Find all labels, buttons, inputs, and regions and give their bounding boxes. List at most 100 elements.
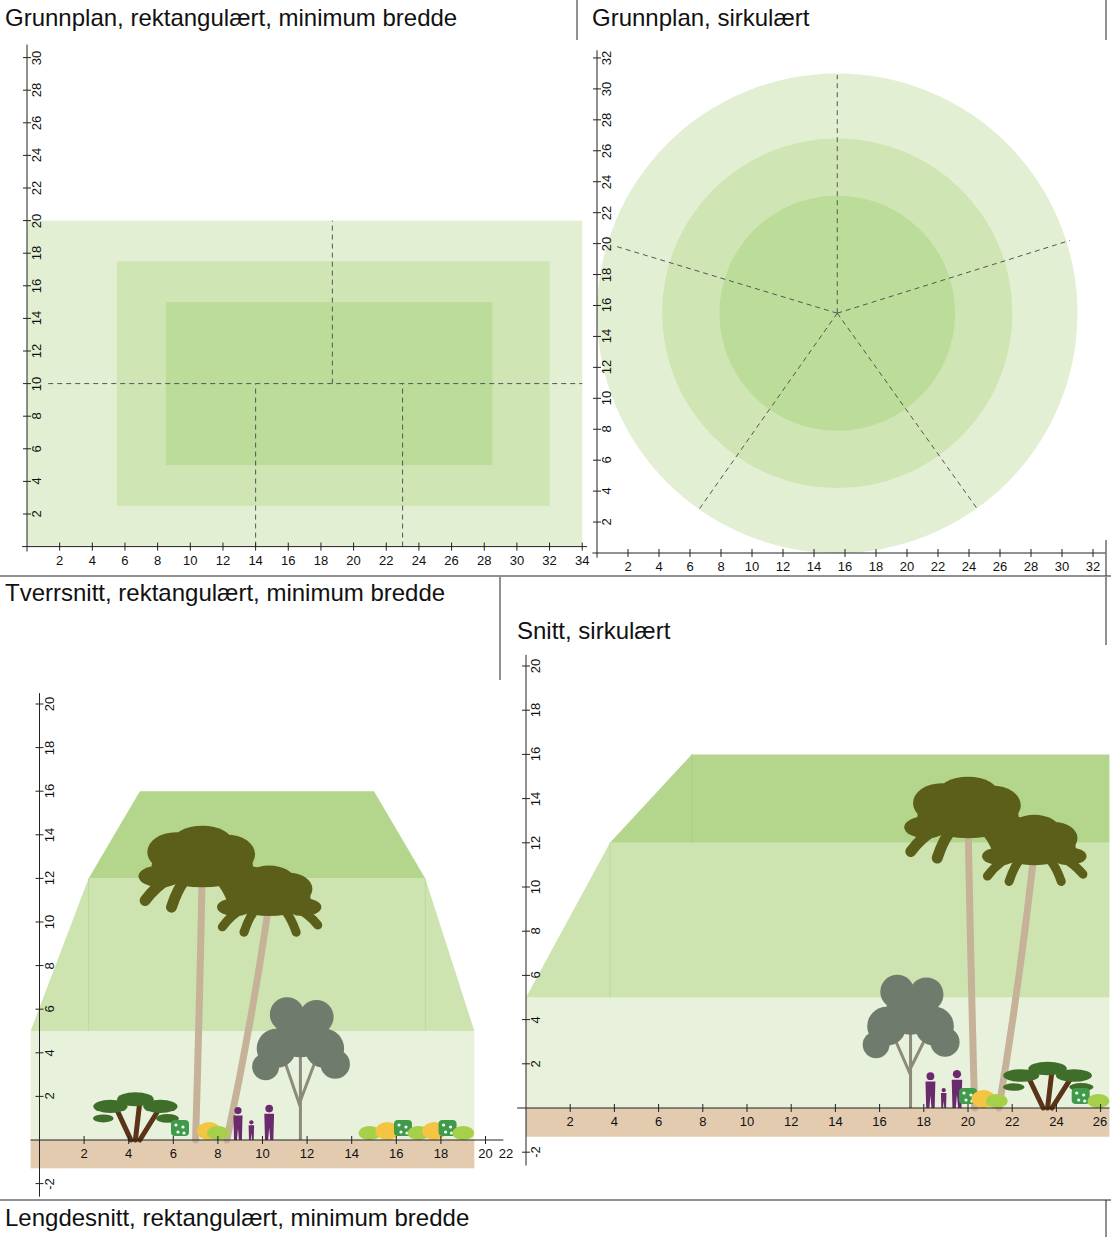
axis-number: 4 bbox=[655, 560, 662, 573]
axis-number: -2 bbox=[42, 1178, 55, 1190]
axis-tick bbox=[659, 549, 660, 557]
person-head bbox=[953, 1070, 961, 1078]
axis-number: 10 bbox=[255, 1147, 269, 1160]
table-line bbox=[1106, 540, 1107, 576]
flower-plant bbox=[171, 1120, 189, 1136]
axis-number: 20 bbox=[600, 236, 613, 250]
palm-frond bbox=[937, 823, 968, 858]
palm-frond bbox=[1009, 853, 1034, 882]
axis-number: 14 bbox=[248, 553, 262, 566]
axis-number: 8 bbox=[600, 426, 613, 433]
table-line bbox=[0, 576, 1111, 577]
axis-number: 2 bbox=[80, 1147, 87, 1160]
panel-title: Grunnplan, rektangulært, minimum bredde bbox=[5, 4, 565, 33]
axis-tick bbox=[451, 543, 452, 551]
axis-number: 8 bbox=[42, 962, 55, 969]
x-axis bbox=[22, 546, 587, 547]
y-axis bbox=[27, 45, 28, 552]
panel-title: Lengdesnitt, rektangulært, minimum bredd… bbox=[5, 1204, 1005, 1233]
top-zone bbox=[610, 754, 1109, 842]
axis-tick bbox=[59, 543, 60, 551]
tree-canopy bbox=[320, 1049, 349, 1078]
axis-number: 18 bbox=[600, 267, 613, 281]
flower-dot bbox=[442, 1123, 445, 1126]
flower-dot bbox=[962, 1091, 965, 1094]
palm-leaf bbox=[1009, 815, 1059, 844]
axis-tick bbox=[485, 1136, 486, 1144]
person-head bbox=[234, 1107, 241, 1114]
axis-number: 16 bbox=[30, 279, 43, 293]
axis-number: 4 bbox=[529, 1016, 542, 1023]
axis-number: -2 bbox=[529, 1146, 542, 1158]
axis-tick bbox=[1012, 1104, 1013, 1112]
axis-number: 18 bbox=[917, 1115, 931, 1128]
panel: Snitt, sirkulært bbox=[500, 577, 1111, 1200]
axis-number: 8 bbox=[30, 413, 43, 420]
axis-number: 12 bbox=[600, 360, 613, 374]
person-body bbox=[233, 1115, 242, 1140]
axis-tick bbox=[288, 543, 289, 551]
palm-frond bbox=[269, 903, 318, 925]
tree-canopy bbox=[930, 1028, 959, 1057]
axis-tick bbox=[222, 543, 223, 551]
axis-number: 4 bbox=[42, 1049, 55, 1056]
panel: Grunnplan, rektangulært, minimum bredde bbox=[0, 0, 577, 575]
axis-tick bbox=[783, 549, 784, 557]
axis-number: 4 bbox=[125, 1147, 132, 1160]
axis-tick bbox=[92, 543, 93, 551]
axis-number: 6 bbox=[600, 457, 613, 464]
axis-tick bbox=[938, 549, 939, 557]
axis-number: 16 bbox=[838, 560, 852, 573]
shrub-leaves bbox=[143, 1100, 177, 1113]
axis-number: 18 bbox=[30, 246, 43, 260]
dashed-line bbox=[698, 313, 838, 511]
axis-tick bbox=[907, 549, 908, 557]
lime-plant bbox=[452, 1126, 474, 1140]
person-body bbox=[264, 1114, 274, 1140]
low-zone bbox=[31, 1031, 475, 1140]
tree-canopy bbox=[863, 1031, 890, 1058]
axis-tick bbox=[752, 549, 753, 557]
axis-tick bbox=[721, 549, 722, 557]
axis-tick bbox=[1000, 549, 1001, 557]
outer-zone bbox=[27, 221, 582, 547]
axis-tick bbox=[845, 549, 846, 557]
table-line bbox=[1106, 1200, 1107, 1237]
table-line bbox=[500, 577, 501, 680]
axis-number: 14 bbox=[600, 329, 613, 343]
axis-tick bbox=[614, 1104, 615, 1112]
panel: Tverrsnitt, rektangulært, minimum bredde bbox=[0, 577, 500, 1200]
axis-tick bbox=[255, 543, 256, 551]
axis-number: 4 bbox=[89, 553, 96, 566]
axis-number: 26 bbox=[444, 553, 458, 566]
axis-number: 16 bbox=[529, 747, 542, 761]
person-head bbox=[942, 1088, 946, 1092]
flower-dot bbox=[181, 1125, 184, 1128]
dashed-line bbox=[48, 383, 582, 384]
axis-tick bbox=[386, 543, 387, 551]
axis-number: 6 bbox=[30, 445, 43, 452]
axis-number: 24 bbox=[1049, 1115, 1063, 1128]
zone-edge bbox=[425, 878, 426, 1031]
axis-number: 28 bbox=[30, 83, 43, 97]
axis-tick bbox=[418, 543, 419, 551]
palm-frond bbox=[171, 872, 202, 907]
axis-number: 30 bbox=[510, 553, 524, 566]
palm-leaf bbox=[171, 826, 233, 861]
zone-edge bbox=[88, 878, 89, 1031]
axis-number: 30 bbox=[30, 50, 43, 64]
axis-number: 6 bbox=[170, 1147, 177, 1160]
axis-tick bbox=[549, 543, 550, 551]
axis-number: 12 bbox=[529, 836, 542, 850]
axis-number: 4 bbox=[600, 487, 613, 494]
panel: Grunnplan, sirkulært bbox=[577, 0, 1111, 575]
axis-number: 22 bbox=[1005, 1115, 1019, 1128]
axis-number: 10 bbox=[745, 560, 759, 573]
axis-number: 16 bbox=[281, 553, 295, 566]
axis-tick bbox=[484, 543, 485, 551]
axis-number: 20 bbox=[478, 1147, 492, 1160]
axis-number: 18 bbox=[314, 553, 328, 566]
flower-dot bbox=[444, 1130, 447, 1133]
axis-number: 18 bbox=[42, 740, 55, 754]
